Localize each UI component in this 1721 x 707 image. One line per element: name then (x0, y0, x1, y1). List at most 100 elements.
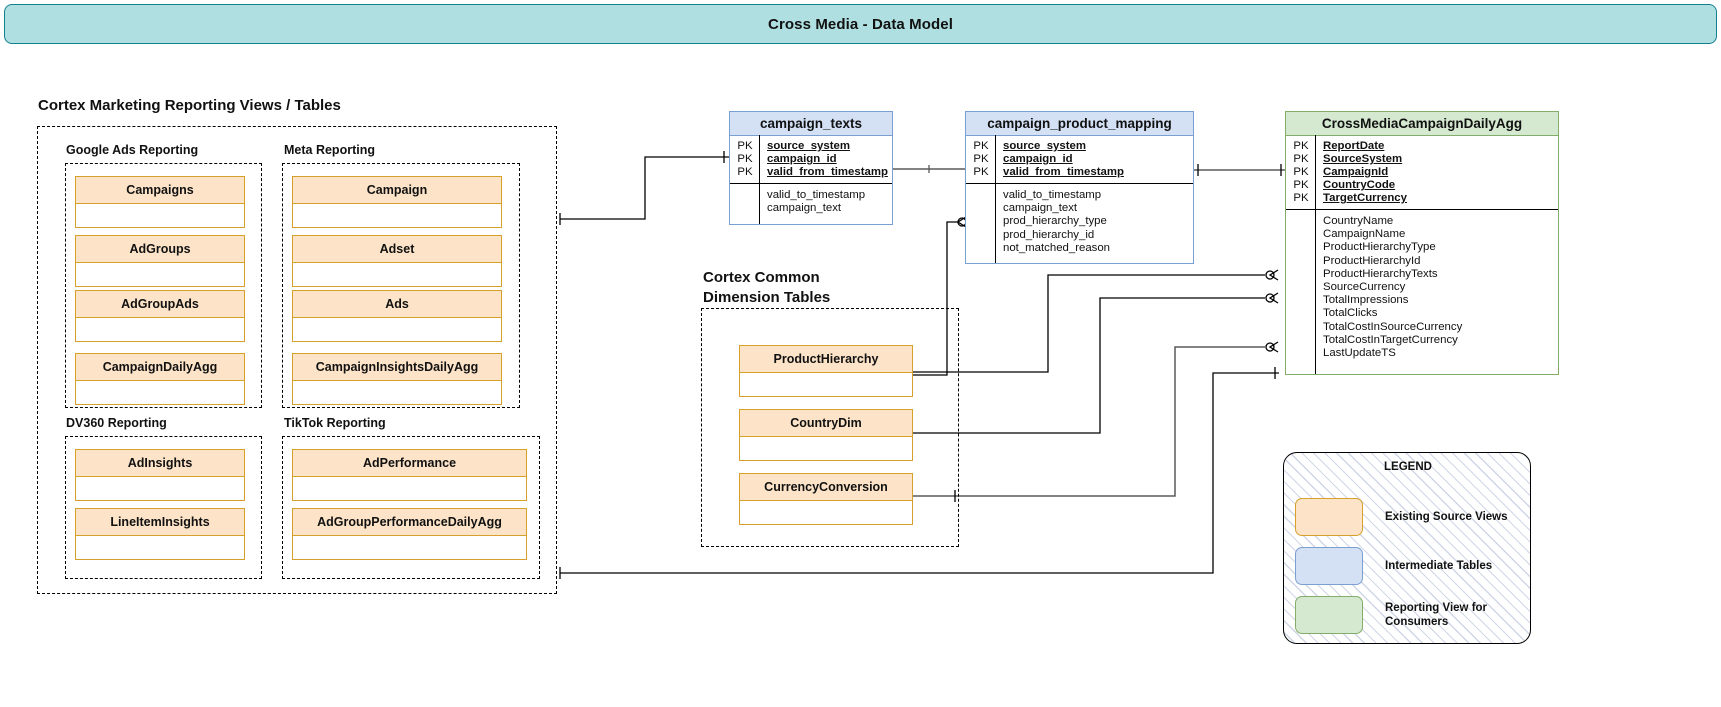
attribute-field: CampaignName (1323, 228, 1406, 241)
key-field: ReportDate (1323, 140, 1385, 152)
table-title: AdInsights (76, 450, 244, 477)
key-field: SourceSystem (1323, 153, 1403, 165)
dimensions-caption-line1: Cortex Common (703, 269, 820, 286)
table-adperformance[interactable]: AdPerformance (292, 449, 527, 501)
table-adgroups[interactable]: AdGroups (75, 235, 245, 287)
attribute-field: campaign_text (767, 202, 842, 215)
key-field: valid_from_timestamp (767, 166, 888, 178)
entity-attribute-section: CountryName CampaignName ProductHierarch… (1286, 209, 1558, 365)
pk-marker: PK (1293, 166, 1309, 178)
table-adinsights[interactable]: AdInsights (75, 449, 245, 501)
key-field: TargetCurrency (1323, 192, 1407, 204)
entity-key-section: PK PK PK source_system campaign_id valid… (730, 136, 892, 183)
table-title: AdGroups (76, 236, 244, 263)
table-body (76, 318, 244, 344)
table-body (740, 373, 912, 399)
key-field: CountryCode (1323, 179, 1396, 191)
dimensions-caption-line2: Dimension Tables (703, 289, 831, 306)
attribute-field: prod_hierarchy_id (1003, 228, 1095, 241)
table-countrydim[interactable]: CountryDim (739, 409, 913, 461)
pk-marker: PK (1293, 153, 1309, 165)
group-caption-dv360: DV360 Reporting (66, 416, 167, 430)
table-body (76, 536, 244, 562)
legend-panel: LEGEND Existing Source Views Intermediat… (1283, 452, 1531, 644)
table-body (76, 477, 244, 503)
pk-marker: PK (1293, 179, 1309, 191)
left-section-container (37, 126, 557, 594)
attribute-field: valid_to_timestamp (1003, 189, 1102, 201)
table-title: CurrencyConversion (740, 474, 912, 501)
group-caption-tiktok: TikTok Reporting (284, 416, 386, 430)
attribute-field: TotalImpressions (1323, 294, 1409, 307)
pk-marker: PK (737, 166, 753, 178)
table-adset[interactable]: Adset (292, 235, 502, 287)
group-caption-meta: Meta Reporting (284, 143, 375, 157)
page-title: Cross Media - Data Model (768, 15, 953, 33)
attribute-field: campaign_text (1003, 202, 1078, 215)
table-title: LineItemInsights (76, 509, 244, 536)
legend-title: LEGEND (1384, 461, 1432, 473)
table-meta-campaign[interactable]: Campaign (292, 176, 502, 228)
table-title: AdGroupAds (76, 291, 244, 318)
key-field: CampaignId (1323, 166, 1389, 178)
table-title: Ads (293, 291, 501, 318)
entity-campaign-product-mapping[interactable]: campaign_product_mapping PK PK PK source… (965, 111, 1194, 264)
table-body (293, 381, 501, 407)
entity-crossmedia-campaign-daily-agg[interactable]: CrossMediaCampaignDailyAgg PK PK PK PK P… (1285, 111, 1559, 375)
legend-label-existing-source-views: Existing Source Views (1385, 511, 1508, 523)
table-ads[interactable]: Ads (292, 290, 502, 342)
group-box-meta (282, 163, 520, 408)
attribute-field: ProductHierarchyType (1323, 241, 1436, 254)
attribute-field: TotalClicks (1323, 307, 1378, 320)
pk-marker: PK (1293, 192, 1309, 204)
pk-marker: PK (973, 166, 989, 178)
entity-title: campaign_texts (730, 112, 892, 136)
table-title: Adset (293, 236, 501, 263)
group-caption-google-ads: Google Ads Reporting (66, 143, 199, 157)
key-field: source_system (1003, 140, 1086, 152)
table-title: AdPerformance (293, 450, 526, 477)
table-adgroupads[interactable]: AdGroupAds (75, 290, 245, 342)
entity-title: campaign_product_mapping (966, 112, 1193, 136)
table-producthierarchy[interactable]: ProductHierarchy (739, 345, 913, 397)
attribute-field: CountryName (1323, 215, 1394, 227)
attribute-field: LastUpdateTS (1323, 347, 1396, 360)
table-campaigninsightsdailyagg[interactable]: CampaignInsightsDailyAgg (292, 353, 502, 405)
table-body (293, 477, 526, 503)
attribute-field: TotalCostInTargetCurrency (1323, 333, 1458, 346)
table-body (76, 381, 244, 407)
entity-title: CrossMediaCampaignDailyAgg (1286, 112, 1558, 136)
table-title: CountryDim (740, 410, 912, 437)
key-field: campaign_id (1003, 153, 1073, 165)
table-title: Campaigns (76, 177, 244, 204)
table-body (740, 437, 912, 463)
table-body (76, 204, 244, 230)
table-currencyconversion[interactable]: CurrencyConversion (739, 473, 913, 525)
legend-swatch-reporting-view (1295, 596, 1363, 634)
table-title: CampaignInsightsDailyAgg (293, 354, 501, 381)
legend-swatch-existing-source-views (1295, 498, 1363, 536)
attribute-field: ProductHierarchyId (1323, 254, 1421, 267)
page-title-banner: Cross Media - Data Model (4, 4, 1717, 44)
legend-swatch-intermediate-tables (1295, 547, 1363, 585)
entity-campaign-texts[interactable]: campaign_texts PK PK PK source_system ca… (729, 111, 893, 225)
table-lineiteminsights[interactable]: LineItemInsights (75, 508, 245, 560)
pk-marker: PK (973, 153, 989, 165)
key-field: campaign_id (767, 153, 837, 165)
table-body (76, 263, 244, 289)
attribute-field: prod_hierarchy_type (1003, 215, 1107, 228)
table-campaigns[interactable]: Campaigns (75, 176, 245, 228)
attribute-field: ProductHierarchyTexts (1323, 267, 1438, 280)
table-body (293, 204, 501, 230)
table-adgroupperformancedailyagg[interactable]: AdGroupPerformanceDailyAgg (292, 508, 527, 560)
group-box-tiktok (282, 436, 540, 579)
group-box-dv360 (65, 436, 262, 579)
key-field: valid_from_timestamp (1003, 166, 1124, 178)
entity-attribute-section: valid_to_timestamp campaign_text (730, 183, 892, 220)
pk-marker: PK (737, 140, 753, 152)
table-body (740, 501, 912, 527)
table-campaigndailyagg[interactable]: CampaignDailyAgg (75, 353, 245, 405)
attribute-field: SourceCurrency (1323, 281, 1406, 294)
left-section-caption: Cortex Marketing Reporting Views / Table… (38, 97, 341, 114)
key-field: source_system (767, 140, 850, 152)
